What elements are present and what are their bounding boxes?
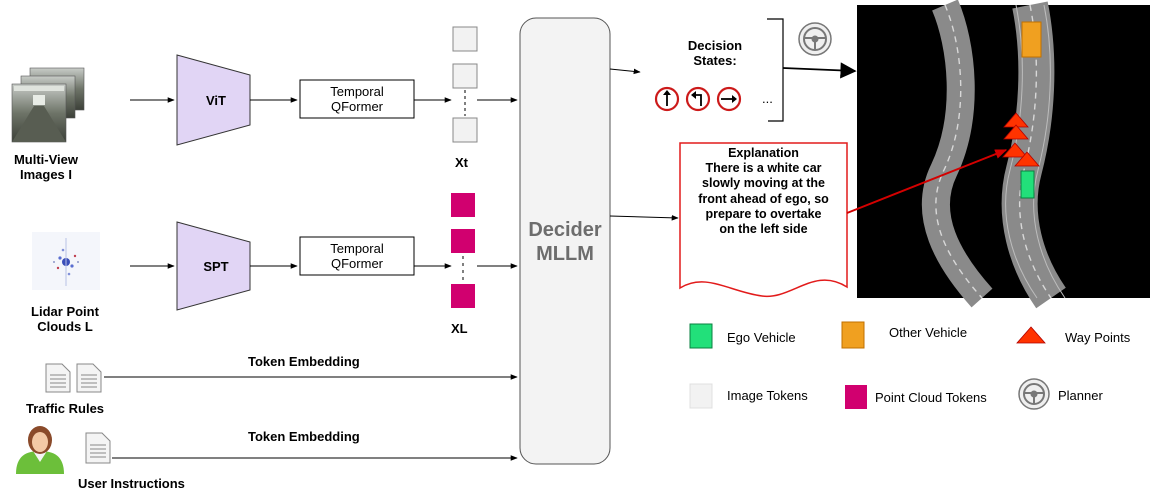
waypoint xyxy=(1014,151,1040,167)
token-embedding-label-1: Token Embedding xyxy=(248,354,360,369)
legend-planner-label: Planner xyxy=(1058,388,1103,403)
waypoint xyxy=(1003,124,1029,140)
lidar-point-cloud-image xyxy=(32,232,100,290)
explanation-line: There is a white car xyxy=(705,161,822,176)
point-cloud-token xyxy=(451,229,475,253)
steering-wheel-icon xyxy=(798,22,832,56)
arrow-up-icon xyxy=(654,86,680,112)
document-icon xyxy=(76,363,102,393)
spt-encoder xyxy=(176,221,251,311)
decider-mllm-box xyxy=(519,17,611,465)
document-icon xyxy=(85,432,111,464)
document-icon xyxy=(45,363,71,393)
multi-view-images xyxy=(11,67,85,143)
image-token xyxy=(452,117,478,143)
temporal-qformer-box-1 xyxy=(299,79,415,119)
legend-other-label: Other Vehicle xyxy=(889,325,968,340)
legend-waypoints-label: Way Points xyxy=(1065,330,1131,345)
user-avatar-icon xyxy=(16,426,64,474)
driving-scene xyxy=(857,0,1150,309)
explanation-bubble xyxy=(679,142,848,297)
legend-ego-label: Ego Vehicle xyxy=(727,330,796,345)
legend-ego-swatch xyxy=(689,323,713,349)
legend-planner-icon xyxy=(1018,378,1050,410)
traffic-rules-label: Traffic Rules xyxy=(26,401,105,416)
vit-label: ViT xyxy=(206,93,226,108)
decision-ellipsis: ... xyxy=(762,91,773,106)
image-tokens xyxy=(452,26,478,143)
xt-label: Xt xyxy=(455,155,468,170)
legend-point-cloud-label: Point Cloud Tokens xyxy=(875,390,987,405)
arrow-right-icon xyxy=(716,86,742,112)
waypoint xyxy=(1002,142,1028,158)
explanation-text: Explanation There is a white car slowly … xyxy=(680,146,847,237)
temporal-qformer-box-2 xyxy=(299,236,415,276)
spt-label: SPT xyxy=(203,259,229,274)
point-cloud-tokens xyxy=(451,193,475,308)
user-instructions-label: User Instructions xyxy=(78,476,185,490)
token-embedding-label-2: Token Embedding xyxy=(248,429,360,444)
explanation-title: Explanation xyxy=(728,146,799,160)
image-token xyxy=(452,26,478,52)
legend-waypoint-swatch xyxy=(1016,326,1046,344)
explanation-line: on the left side xyxy=(719,222,808,237)
legend-other-swatch xyxy=(841,321,865,349)
turn-left-icon xyxy=(685,86,711,112)
image-token xyxy=(452,63,478,89)
vit-encoder xyxy=(176,54,251,146)
ego-vehicle xyxy=(1020,170,1035,199)
legend-point-cloud-swatch xyxy=(845,385,867,409)
xl-label: XL xyxy=(451,321,468,336)
point-cloud-token xyxy=(451,193,475,217)
legend-image-tokens-label: Image Tokens xyxy=(727,388,808,403)
legend-image-token-swatch xyxy=(689,383,713,409)
explanation-line: slowly moving at the xyxy=(702,176,825,191)
point-cloud-token xyxy=(451,284,475,308)
explanation-line: front ahead of ego, so xyxy=(698,191,829,206)
explanation-line: prepare to overtake xyxy=(705,206,822,221)
other-vehicle xyxy=(1021,21,1042,58)
